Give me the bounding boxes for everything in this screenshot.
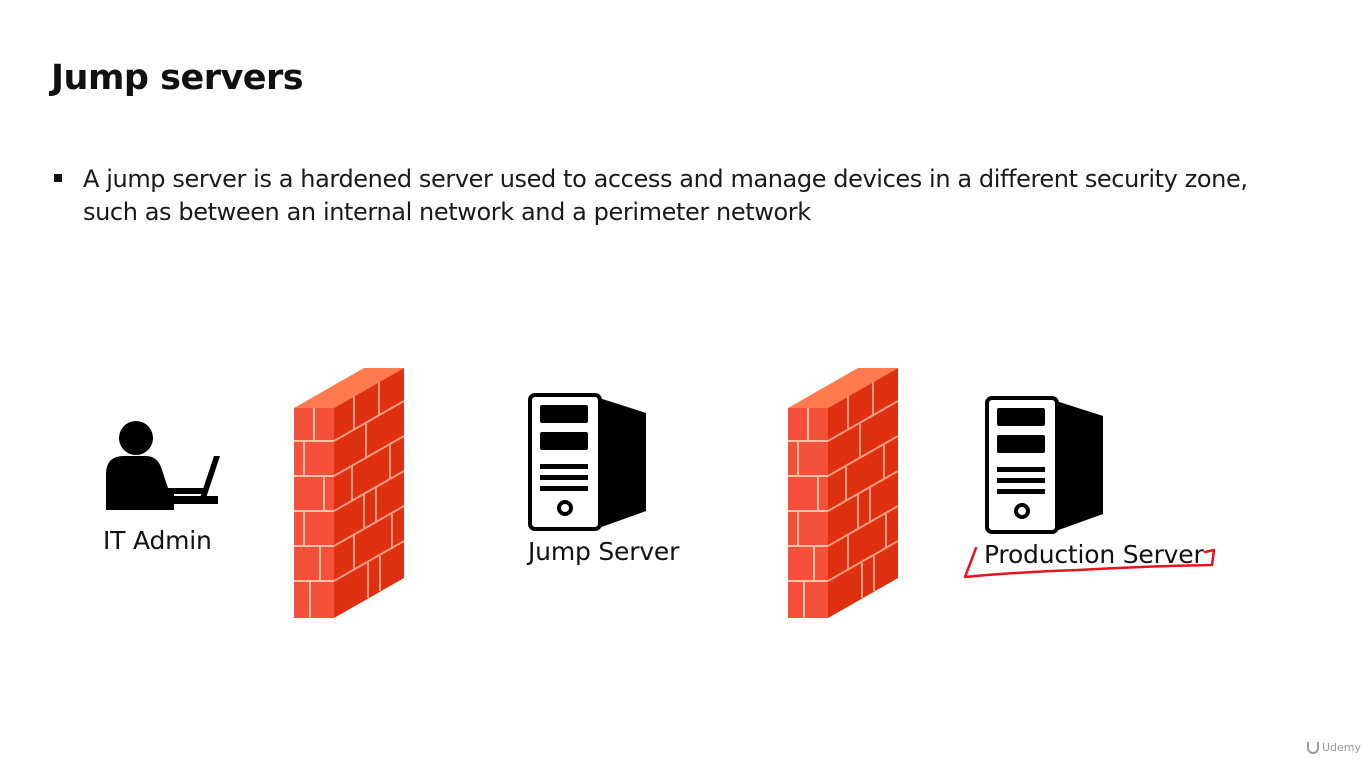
bullet-text: A jump server is a hardened server used … [83, 165, 1248, 226]
udemy-watermark: Udemy [1307, 741, 1361, 754]
watermark-text: Udemy [1322, 741, 1362, 754]
server-tower-icon [985, 396, 1103, 534]
udemy-logo-icon [1307, 742, 1319, 754]
bullet-marker [54, 174, 62, 182]
slide-title: Jump servers [51, 58, 304, 98]
jump-server-label: Jump Server [528, 537, 680, 566]
firewall-icon [788, 368, 899, 618]
user-laptop-icon [106, 421, 220, 510]
production-server-label: Production Server [984, 540, 1204, 569]
it-admin-label: IT Admin [103, 526, 212, 555]
firewall-icon [294, 368, 405, 618]
server-tower-icon [528, 393, 646, 531]
annotation-underline [963, 546, 1216, 579]
